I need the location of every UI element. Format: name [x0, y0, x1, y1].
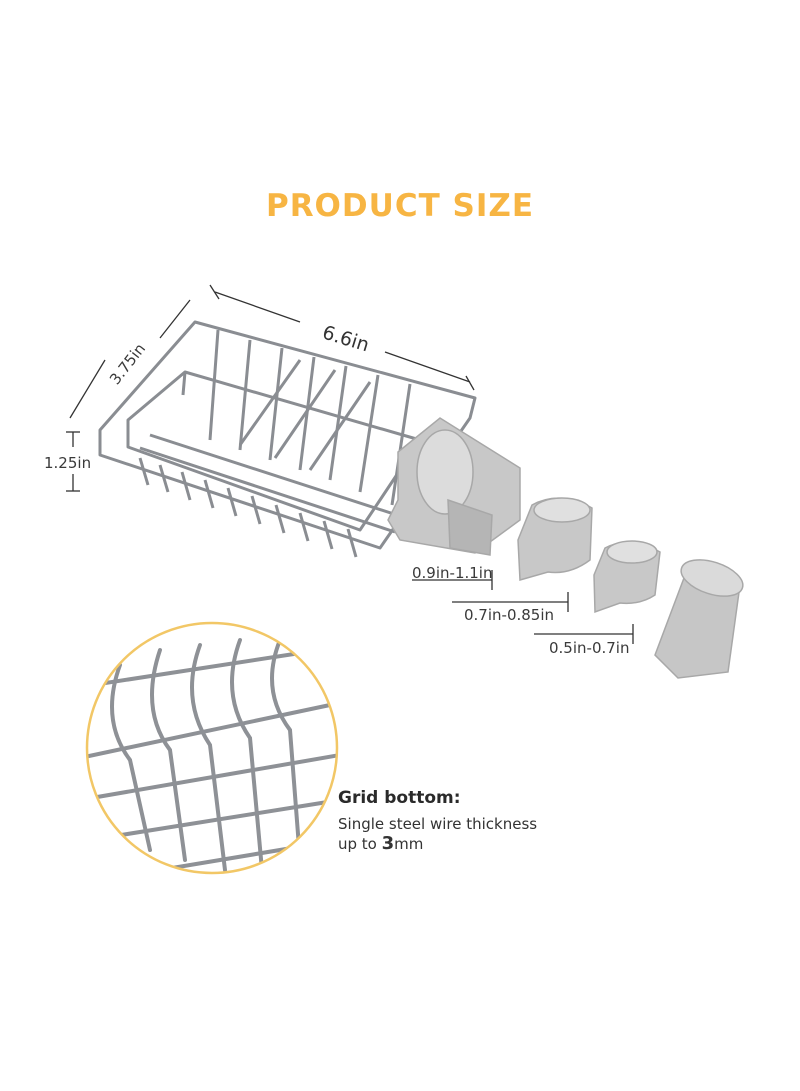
end-cap — [654, 559, 744, 679]
wire-basket — [98, 320, 477, 558]
clip-large-label: 0.9in-1.1in — [412, 564, 493, 582]
clip-holder-large — [387, 417, 521, 556]
zoom-circle-border — [85, 621, 339, 875]
grid-bottom-description: Single steel wire thickness up to 3mm — [338, 815, 598, 854]
clip-small — [593, 540, 661, 614]
grid-desc-prefix: up to — [338, 835, 382, 853]
grid-desc-unit: mm — [394, 835, 424, 853]
height-label: 1.25in — [44, 454, 92, 472]
grid-bottom-heading: Grid bottom: — [338, 788, 461, 808]
clip-small-label: 0.5in-0.7in — [549, 639, 630, 657]
grid-bottom-zoom — [85, 621, 339, 875]
dimension-lines — [66, 284, 634, 644]
clip-medium-label: 0.7in-0.85in — [464, 606, 555, 624]
page-title: PRODUCT SIZE — [265, 188, 535, 224]
grid-desc-line1: Single steel wire thickness — [338, 815, 538, 833]
clip-medium — [517, 497, 593, 581]
grid-desc-value: 3 — [381, 833, 395, 854]
